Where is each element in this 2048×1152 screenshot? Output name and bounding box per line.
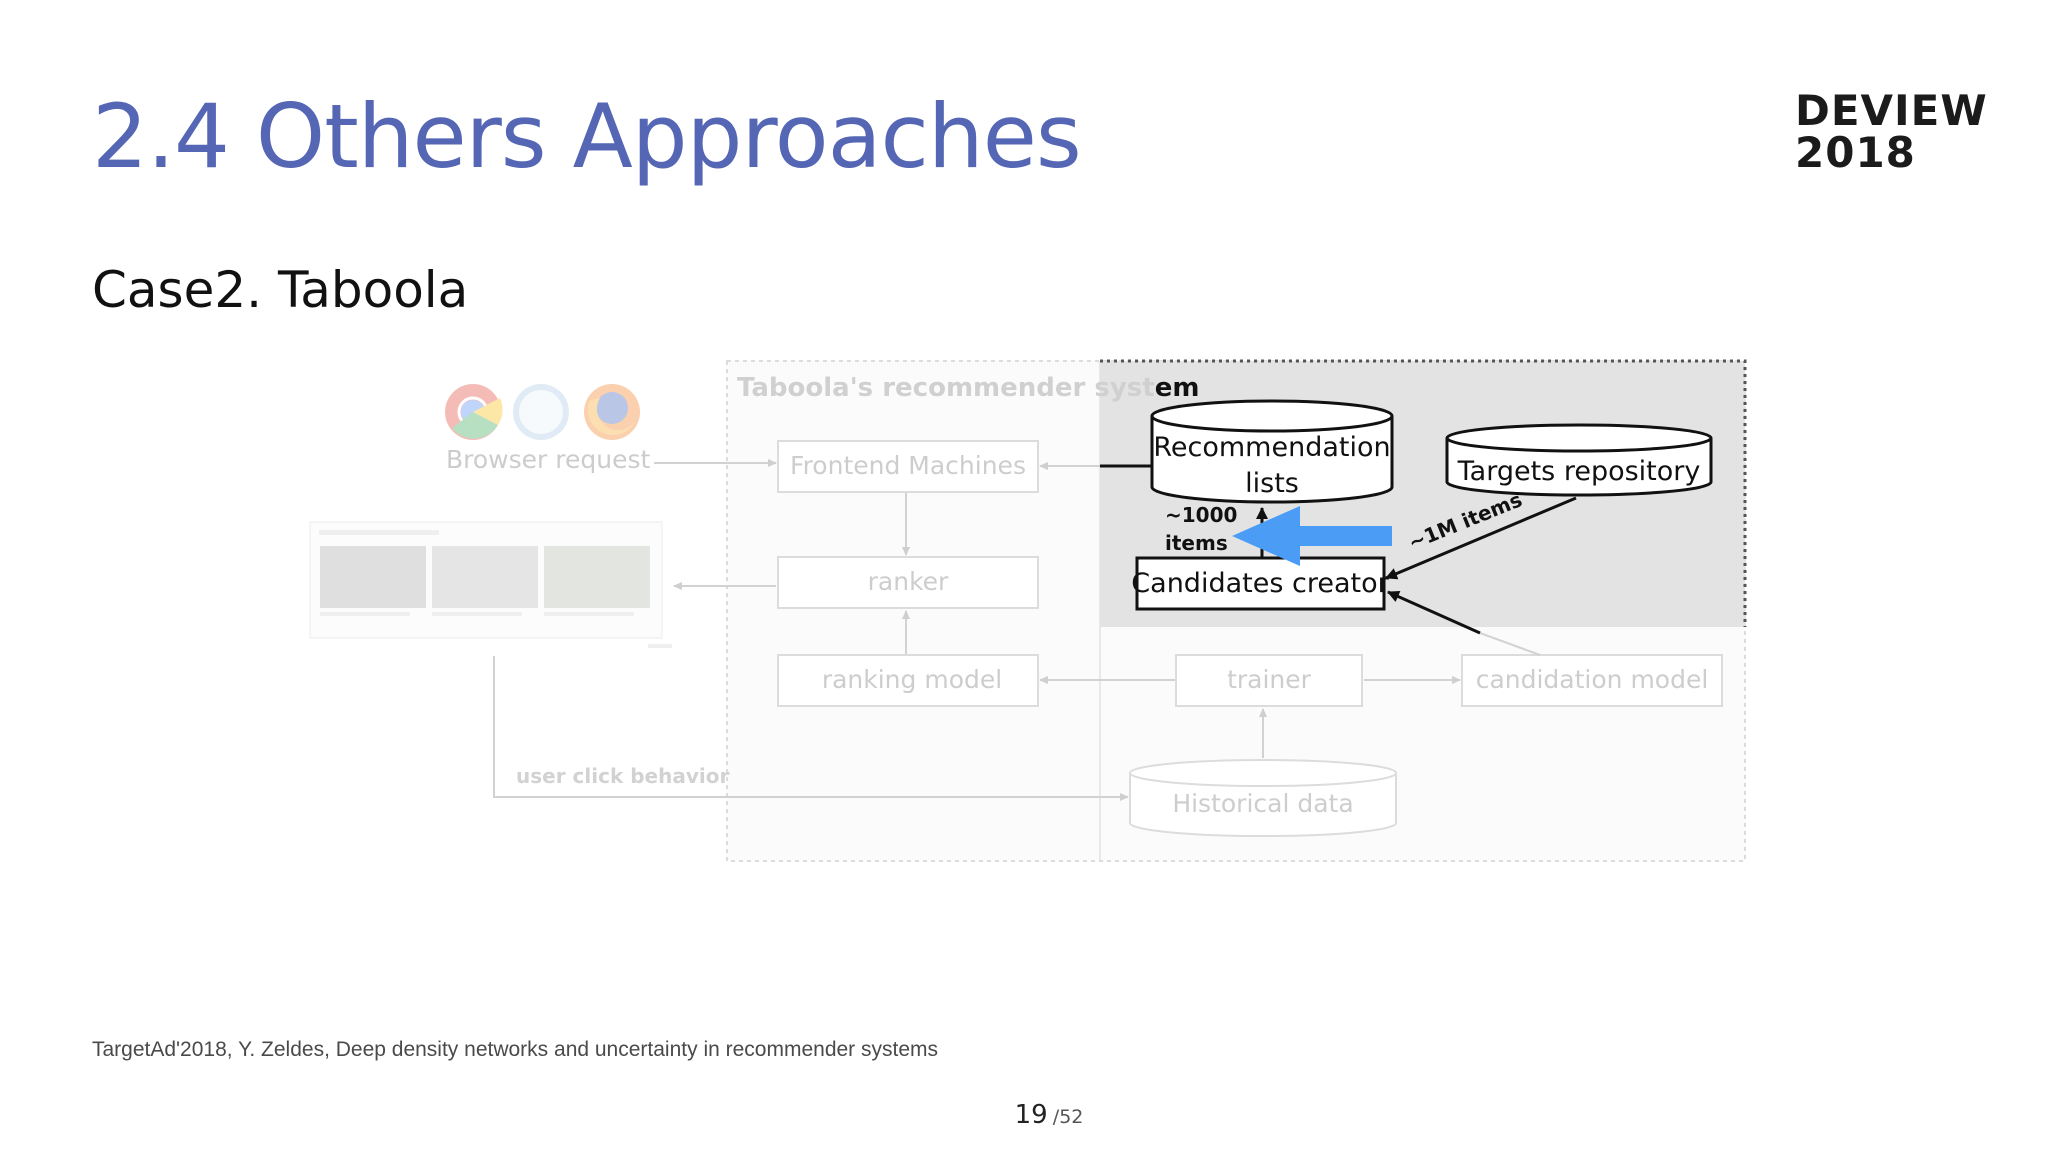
candidates-creator-box — [1135, 556, 1386, 611]
highlight-arrow — [1232, 506, 1392, 566]
historical-data-label: Historical data — [1172, 789, 1353, 818]
targets-repository-cylinder — [1445, 423, 1713, 497]
items-1000-label-line1: ~1000 — [1165, 503, 1237, 527]
ranking-model-label: ranking model — [822, 665, 1002, 694]
items-1000-label-line2: items — [1165, 531, 1228, 555]
sponsored-content-thumbnail — [309, 521, 672, 648]
trainer-label: trainer — [1227, 665, 1312, 694]
frontend-machines-label: Frontend Machines — [790, 451, 1026, 480]
browser-icons — [445, 384, 640, 440]
page-total: /52 — [1052, 1106, 1084, 1128]
recommendation-lists-label-line2: lists — [1245, 468, 1299, 499]
historical-data-cylinder — [1129, 759, 1397, 837]
ranking-model-box — [777, 654, 1039, 707]
thumbnail-image-3 — [544, 546, 650, 608]
deview-logo: DEVIEW 2018 — [1795, 90, 1988, 174]
targets-repository-label: Targets repository — [1457, 456, 1701, 487]
frontend-machines-box — [777, 440, 1039, 493]
trainer-box — [1175, 654, 1363, 707]
chrome-icon — [445, 384, 501, 440]
system-label-dark: em — [1155, 373, 1200, 403]
system-label-faded: Taboola's recommender syst — [737, 373, 1155, 403]
user-click-behavior-label: user click behavior — [516, 764, 729, 788]
candidation-model-label: candidation model — [1476, 665, 1709, 694]
firefox-icon — [584, 384, 640, 440]
page-title: 2.4 Others Approaches — [92, 85, 1082, 188]
recommendation-lists-cylinder — [1150, 399, 1394, 504]
ranker-label: ranker — [868, 567, 949, 596]
candidation-model-box — [1461, 654, 1723, 707]
highlight-boundary — [1100, 359, 1747, 627]
thumbnail-image-1 — [320, 546, 426, 608]
logo-line-year: 2018 — [1795, 128, 1916, 177]
safari-icon — [513, 384, 569, 440]
page-current: 19 — [1014, 1100, 1048, 1130]
logo-line-deview: DEVIEW — [1795, 86, 1988, 135]
case-heading: Case2. Taboola — [92, 261, 469, 319]
recommendation-lists-label-line1: Recommendation — [1153, 432, 1390, 463]
thumbnail-image-2 — [432, 546, 538, 608]
reference-citation: TargetAd'2018, Y. Zeldes, Deep density n… — [92, 1038, 939, 1061]
system-label: Taboola's recommender system — [737, 373, 1199, 403]
candidates-creator-label: Candidates creator — [1131, 568, 1389, 599]
browser-request-label: Browser request — [446, 445, 650, 474]
page-number: 19 /52 — [0, 1100, 2048, 1130]
ranker-box — [777, 556, 1039, 609]
faded-connectors — [493, 459, 1541, 801]
